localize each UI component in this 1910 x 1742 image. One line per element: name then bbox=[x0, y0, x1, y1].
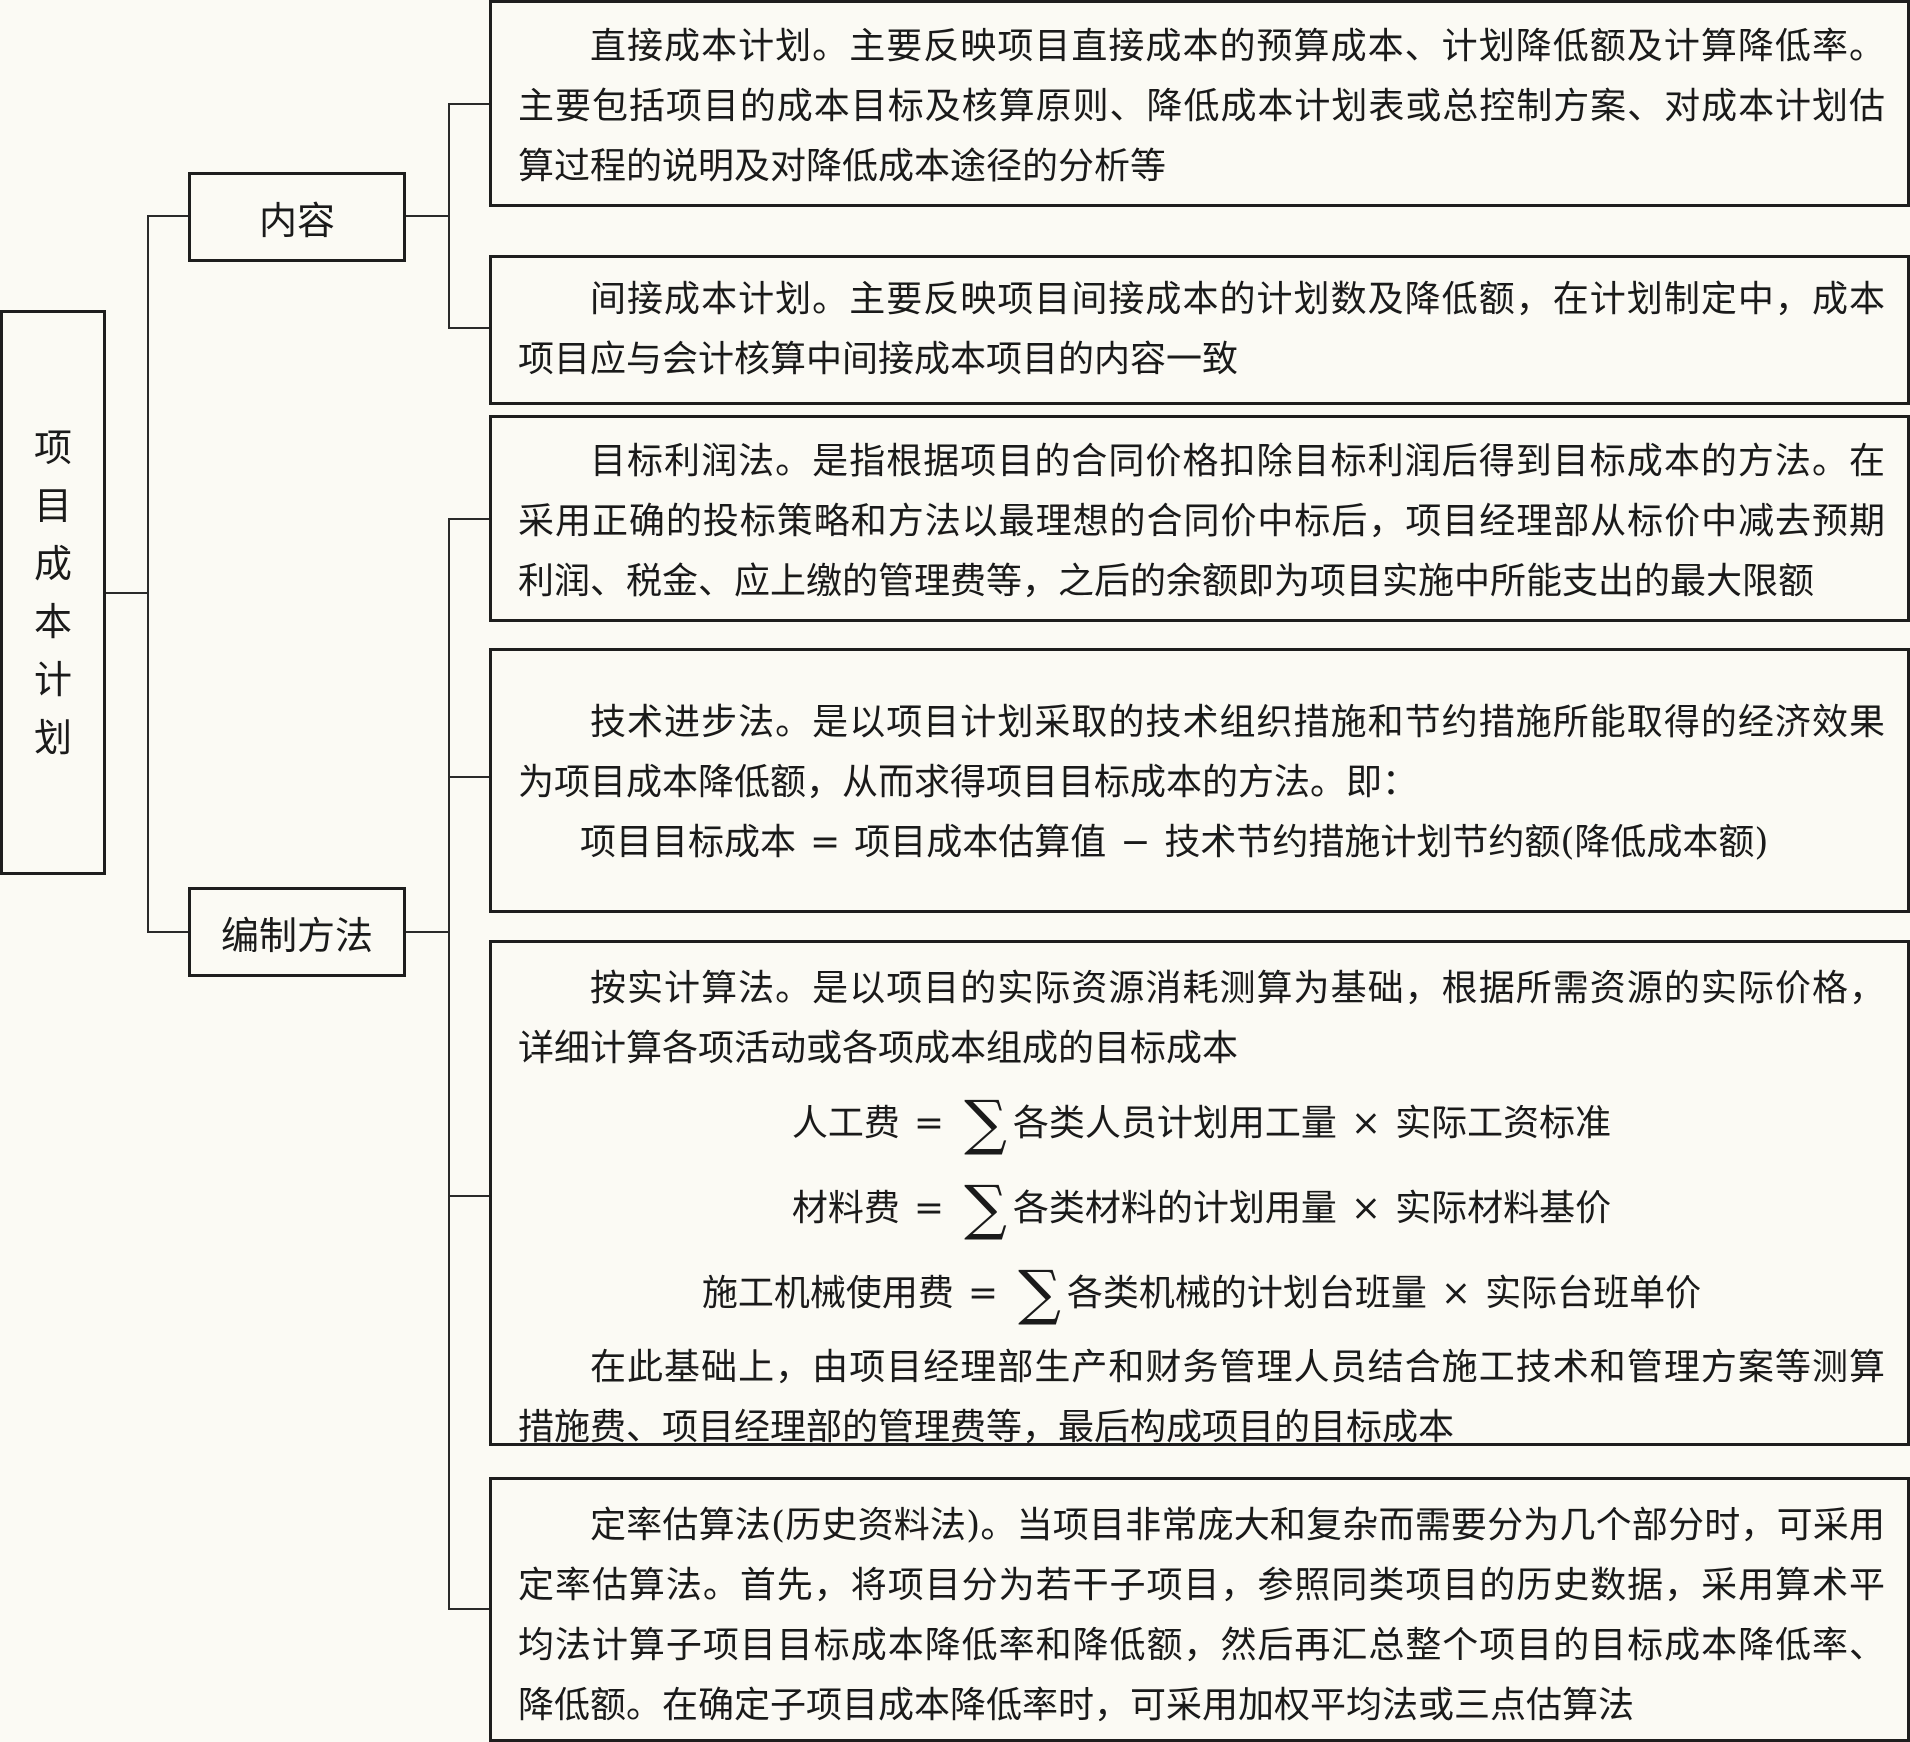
formula-lhs: 材料费 bbox=[791, 1188, 900, 1229]
formula-equals: = bbox=[810, 821, 841, 863]
formula-lhs: 人工费 bbox=[791, 1103, 900, 1144]
root-char: 划 bbox=[33, 715, 72, 760]
formula-labor-cost: 人工费 = ∑各类人员计划用工量 × 实际工资标准 bbox=[518, 1083, 1885, 1164]
sigma-icon: ∑ bbox=[1018, 1258, 1061, 1328]
connector-to-content bbox=[147, 215, 189, 217]
formula-term: 实际工资标准 bbox=[1395, 1103, 1612, 1144]
connector-to-fixed-rate bbox=[448, 1608, 490, 1610]
leaf-tech-progress-method: 技术进步法。是以项目计划采取的技术组织措施和节约措施所能取得的经济效果为项目成本… bbox=[489, 648, 1910, 913]
connector-to-actual-calc bbox=[448, 1195, 490, 1197]
formula-material-cost: 材料费 = ∑各类材料的计划用量 × 实际材料基价 bbox=[518, 1168, 1885, 1249]
formula-term: 各类材料的计划用量 bbox=[1012, 1188, 1337, 1229]
branch-label: 编制方法 bbox=[220, 913, 373, 958]
connector-content-stub bbox=[405, 215, 449, 217]
leaf-actual-calc-method: 按实计算法。是以项目的实际资源消耗测算为基础，根据所需资源的实际价格，详细计算各… bbox=[489, 940, 1910, 1448]
formula-times: × bbox=[1440, 1273, 1472, 1314]
formula-term: 实际台班单价 bbox=[1485, 1273, 1702, 1314]
formula-target-cost: 项目目标成本 = 项目成本估算值−技术节约措施计划节约额(降低成本额) bbox=[518, 813, 1885, 873]
leaf-text: 直接成本计划。主要反映项目直接成本的预算成本、计划降低额及计算降低率。主要包括项… bbox=[518, 26, 1885, 187]
formula-equals: = bbox=[913, 1103, 945, 1144]
leaf-text: 目标利润法。是指根据项目的合同价格扣除目标利润后得到目标成本的方法。在采用正确的… bbox=[518, 441, 1885, 602]
leaf-text: 间接成本计划。主要反映项目间接成本的计划数及降低额，在计划制定中，成本项目应与会… bbox=[518, 279, 1885, 380]
root-char: 目 bbox=[33, 483, 72, 528]
connector-to-indirect bbox=[448, 327, 490, 329]
root-char: 计 bbox=[33, 657, 72, 702]
leaf-target-profit-method: 目标利润法。是指根据项目的合同价格扣除目标利润后得到目标成本的方法。在采用正确的… bbox=[489, 415, 1910, 622]
formula-term: 各类机械的计划台班量 bbox=[1066, 1273, 1427, 1314]
connector-to-target-profit bbox=[448, 518, 490, 520]
branch-node-content: 内容 bbox=[188, 172, 406, 262]
connector-methods-stub bbox=[405, 931, 449, 933]
leaf-text: 技术进步法。是以项目计划采取的技术组织措施和节约措施所能取得的经济效果为项目成本… bbox=[518, 701, 1885, 803]
formula-lhs: 施工机械使用费 bbox=[701, 1273, 954, 1314]
leaf-text: 定率估算法(历史资料法)。当项目非常庞大和复杂而需要分为几个部分时，可采用定率估… bbox=[518, 1505, 1885, 1726]
connector-to-methods bbox=[147, 931, 189, 933]
formula-term: 各类人员计划用工量 bbox=[1012, 1103, 1337, 1144]
connector-to-tech-progress bbox=[448, 776, 490, 778]
formula-times: × bbox=[1350, 1103, 1382, 1144]
sigma-icon: ∑ bbox=[964, 1088, 1007, 1158]
formula-times: × bbox=[1350, 1188, 1382, 1229]
leaf-fixed-rate-method: 定率估算法(历史资料法)。当项目非常庞大和复杂而需要分为几个部分时，可采用定率估… bbox=[489, 1477, 1910, 1742]
formula-equals: = bbox=[913, 1188, 945, 1229]
root-node-project-cost-plan: 项 目 成 本 计 划 bbox=[0, 310, 106, 875]
connector-methods-trunk bbox=[448, 518, 450, 1609]
formula-minus: − bbox=[1120, 821, 1151, 863]
branch-label: 内容 bbox=[258, 198, 335, 243]
formula-equals: = bbox=[967, 1273, 999, 1314]
connector-content-trunk bbox=[448, 103, 450, 328]
leaf-indirect-cost-plan: 间接成本计划。主要反映项目间接成本的计划数及降低额，在计划制定中，成本项目应与会… bbox=[489, 255, 1910, 405]
root-char: 本 bbox=[33, 599, 72, 644]
connector-to-direct bbox=[448, 103, 490, 105]
formula-lhs: 项目目标成本 bbox=[580, 821, 797, 863]
connector-root-trunk bbox=[147, 215, 149, 932]
formula-term: 项目成本估算值 bbox=[854, 821, 1107, 863]
leaf-direct-cost-plan: 直接成本计划。主要反映项目直接成本的预算成本、计划降低额及计算降低率。主要包括项… bbox=[489, 0, 1910, 207]
branch-node-methods: 编制方法 bbox=[188, 887, 406, 977]
connector-root-stub bbox=[86, 592, 148, 594]
leaf-text: 在此基础上，由项目经理部生产和财务管理人员结合施工技术和管理方案等测算措施费、项… bbox=[518, 1347, 1885, 1448]
formula-machinery-cost: 施工机械使用费 = ∑各类机械的计划台班量 × 实际台班单价 bbox=[518, 1253, 1885, 1334]
leaf-text: 按实计算法。是以项目的实际资源消耗测算为基础，根据所需资源的实际价格，详细计算各… bbox=[518, 968, 1885, 1069]
root-char: 项 bbox=[33, 425, 72, 470]
formula-term: 技术节约措施计划节约额(降低成本额) bbox=[1164, 821, 1769, 863]
sigma-icon: ∑ bbox=[964, 1173, 1007, 1243]
formula-term: 实际材料基价 bbox=[1395, 1188, 1612, 1229]
root-char: 成 bbox=[33, 541, 72, 586]
